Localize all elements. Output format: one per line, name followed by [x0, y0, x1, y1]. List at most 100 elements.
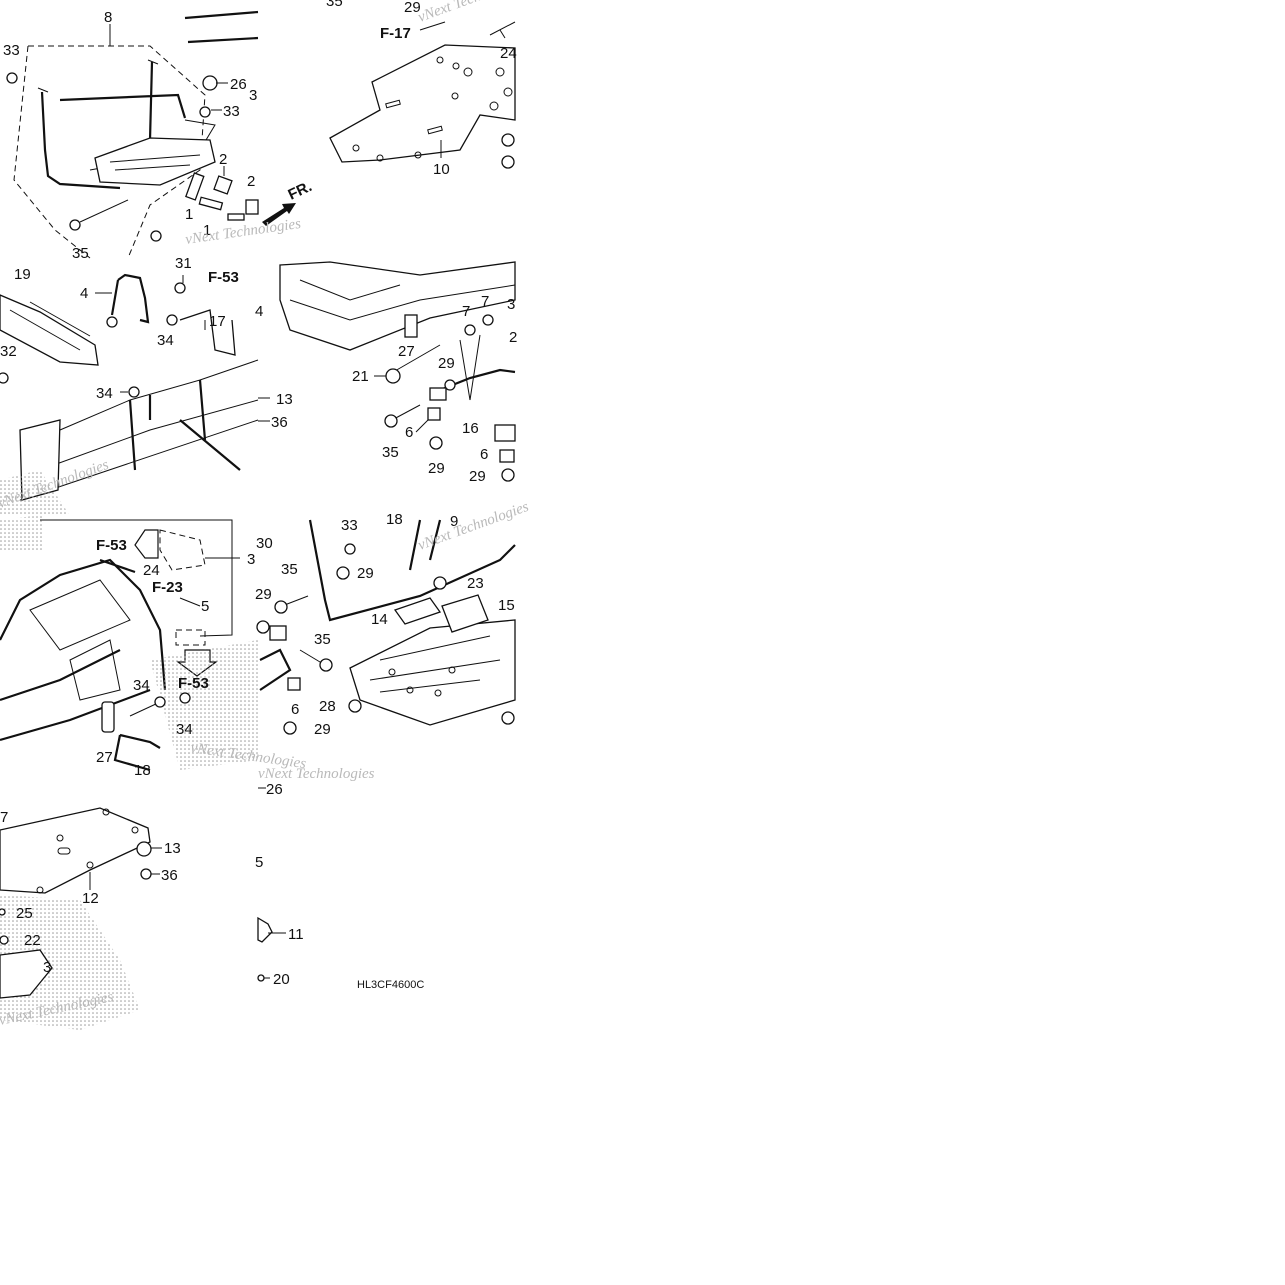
callout-label: 13: [164, 840, 181, 857]
ref-label: F-17: [380, 25, 411, 42]
main-frame-tubes: [0, 558, 167, 742]
left-arrow-icon: [134, 529, 159, 559]
callout-label: 3: [247, 551, 255, 568]
callout-label: 3: [249, 87, 257, 104]
callout-label: 33: [3, 42, 20, 59]
callout-label: 17: [209, 313, 226, 330]
ref-label: F-53: [178, 675, 209, 692]
group-bracket: [40, 519, 233, 637]
callout-label: 14: [371, 611, 388, 628]
callout-label: 29: [404, 0, 421, 16]
rack-rails: [9, 301, 91, 351]
callout-label: 35: [72, 245, 89, 262]
callout-label: 7: [481, 293, 489, 310]
callout-label: 29: [357, 565, 374, 582]
front-label: FR.: [286, 178, 315, 204]
ref-label: F-53: [96, 537, 127, 554]
assembly-outline: [13, 45, 206, 259]
bracket-b: [494, 424, 516, 442]
callout-label: 6: [480, 446, 488, 463]
callout-label: 32: [0, 343, 17, 360]
nut-22: [0, 935, 9, 945]
bracket-17: [179, 309, 236, 356]
ref-label: F-23: [152, 579, 183, 596]
callout-label: 18: [134, 762, 151, 779]
bolt-34: [166, 314, 178, 326]
stipple: [150, 640, 258, 770]
nut-7b: [482, 314, 494, 326]
tile-side-frame-mounts: 27 7 7 3 2 29 21 6 16 35 29 6 29: [279, 261, 517, 485]
watermark: vNext Technologies: [416, 0, 531, 26]
callout-label: 3: [507, 296, 515, 313]
stipple: [0, 895, 140, 1030]
callout-label: 3: [43, 959, 51, 976]
stipple: [0, 470, 70, 516]
callout-label: 2: [219, 151, 227, 168]
callout-label: 29: [255, 586, 272, 603]
bracket-end: [106, 316, 118, 328]
nut-7a: [464, 324, 476, 336]
frame-posts: [128, 379, 241, 471]
bolt-35: [274, 600, 288, 614]
nut-23: [433, 576, 447, 590]
callout-label: 18: [386, 511, 403, 528]
callout-label: 7: [462, 303, 470, 320]
front-skid-plate: [349, 619, 516, 726]
nut-29c: [283, 721, 297, 735]
callout-label: 1: [203, 222, 211, 239]
callout-label: 29: [438, 355, 455, 372]
bolt-21: [385, 368, 401, 384]
callout-label: 2: [247, 173, 255, 190]
callout-label: 35: [326, 0, 343, 10]
callout-label: 33: [341, 517, 358, 534]
tile-cargo-rack-frame: 19 4 31 17 34 32 34 13 36 4 F-53 vNext T…: [0, 255, 293, 516]
bolt-shaft-35: [391, 404, 421, 421]
callout-label: 16: [462, 420, 479, 437]
plate-3: [0, 949, 53, 999]
center-skid-plate: [0, 807, 151, 894]
nut-29b: [444, 379, 456, 391]
callout-label: 34: [96, 385, 113, 402]
callout-label: 11: [288, 926, 304, 943]
stipple-b: [0, 515, 44, 552]
callout-label: 19: [14, 266, 31, 283]
ref-label: F-53: [208, 269, 239, 286]
bolt-33b: [199, 106, 211, 118]
callout-label: 29: [314, 721, 331, 738]
callout-label: 27: [96, 749, 113, 766]
clip-11: [257, 916, 273, 943]
callout-label: 6: [405, 424, 413, 441]
front-arrow-icon: [262, 203, 296, 226]
skid-holes: [388, 666, 456, 697]
callout-label: 8: [104, 9, 112, 26]
callout-label: 29: [469, 468, 486, 485]
callout-label: 4: [80, 285, 88, 302]
tile-small-parts: 26 5 11 20 vNext Technologies: [255, 766, 375, 988]
callout-label: 24: [500, 45, 517, 62]
callout-label: 31: [175, 255, 192, 272]
bolt-34b: [179, 692, 191, 704]
callout-label: 15: [498, 597, 515, 614]
callout-label: 9: [450, 513, 458, 530]
bolt-36: [140, 868, 152, 880]
callout-label: 35: [314, 631, 331, 648]
callout-label: 13: [276, 391, 293, 408]
rubber-27: [404, 314, 418, 338]
nut-26: [202, 75, 218, 91]
bolt-34b: [128, 386, 140, 398]
frame-gussets: [29, 579, 131, 701]
callout-label: 5: [201, 598, 209, 615]
rubber-1: [185, 172, 205, 201]
bolt-head: [501, 133, 515, 147]
callout-label: 26: [230, 76, 247, 93]
diagram-code: HL3CF4600C: [357, 979, 424, 991]
tile-front-skid-plate: 18 9 33 35 29 23 29 15 14 35 6 28 29 vNe…: [255, 499, 531, 738]
callout-label: 34: [157, 332, 174, 349]
callout-label: 1: [185, 206, 193, 223]
front-frame-tubes: [308, 519, 516, 622]
rear-skid-plate: [329, 44, 516, 163]
bolt-31: [174, 282, 186, 294]
grille-15: [441, 594, 489, 633]
fitting-24: [99, 558, 136, 574]
